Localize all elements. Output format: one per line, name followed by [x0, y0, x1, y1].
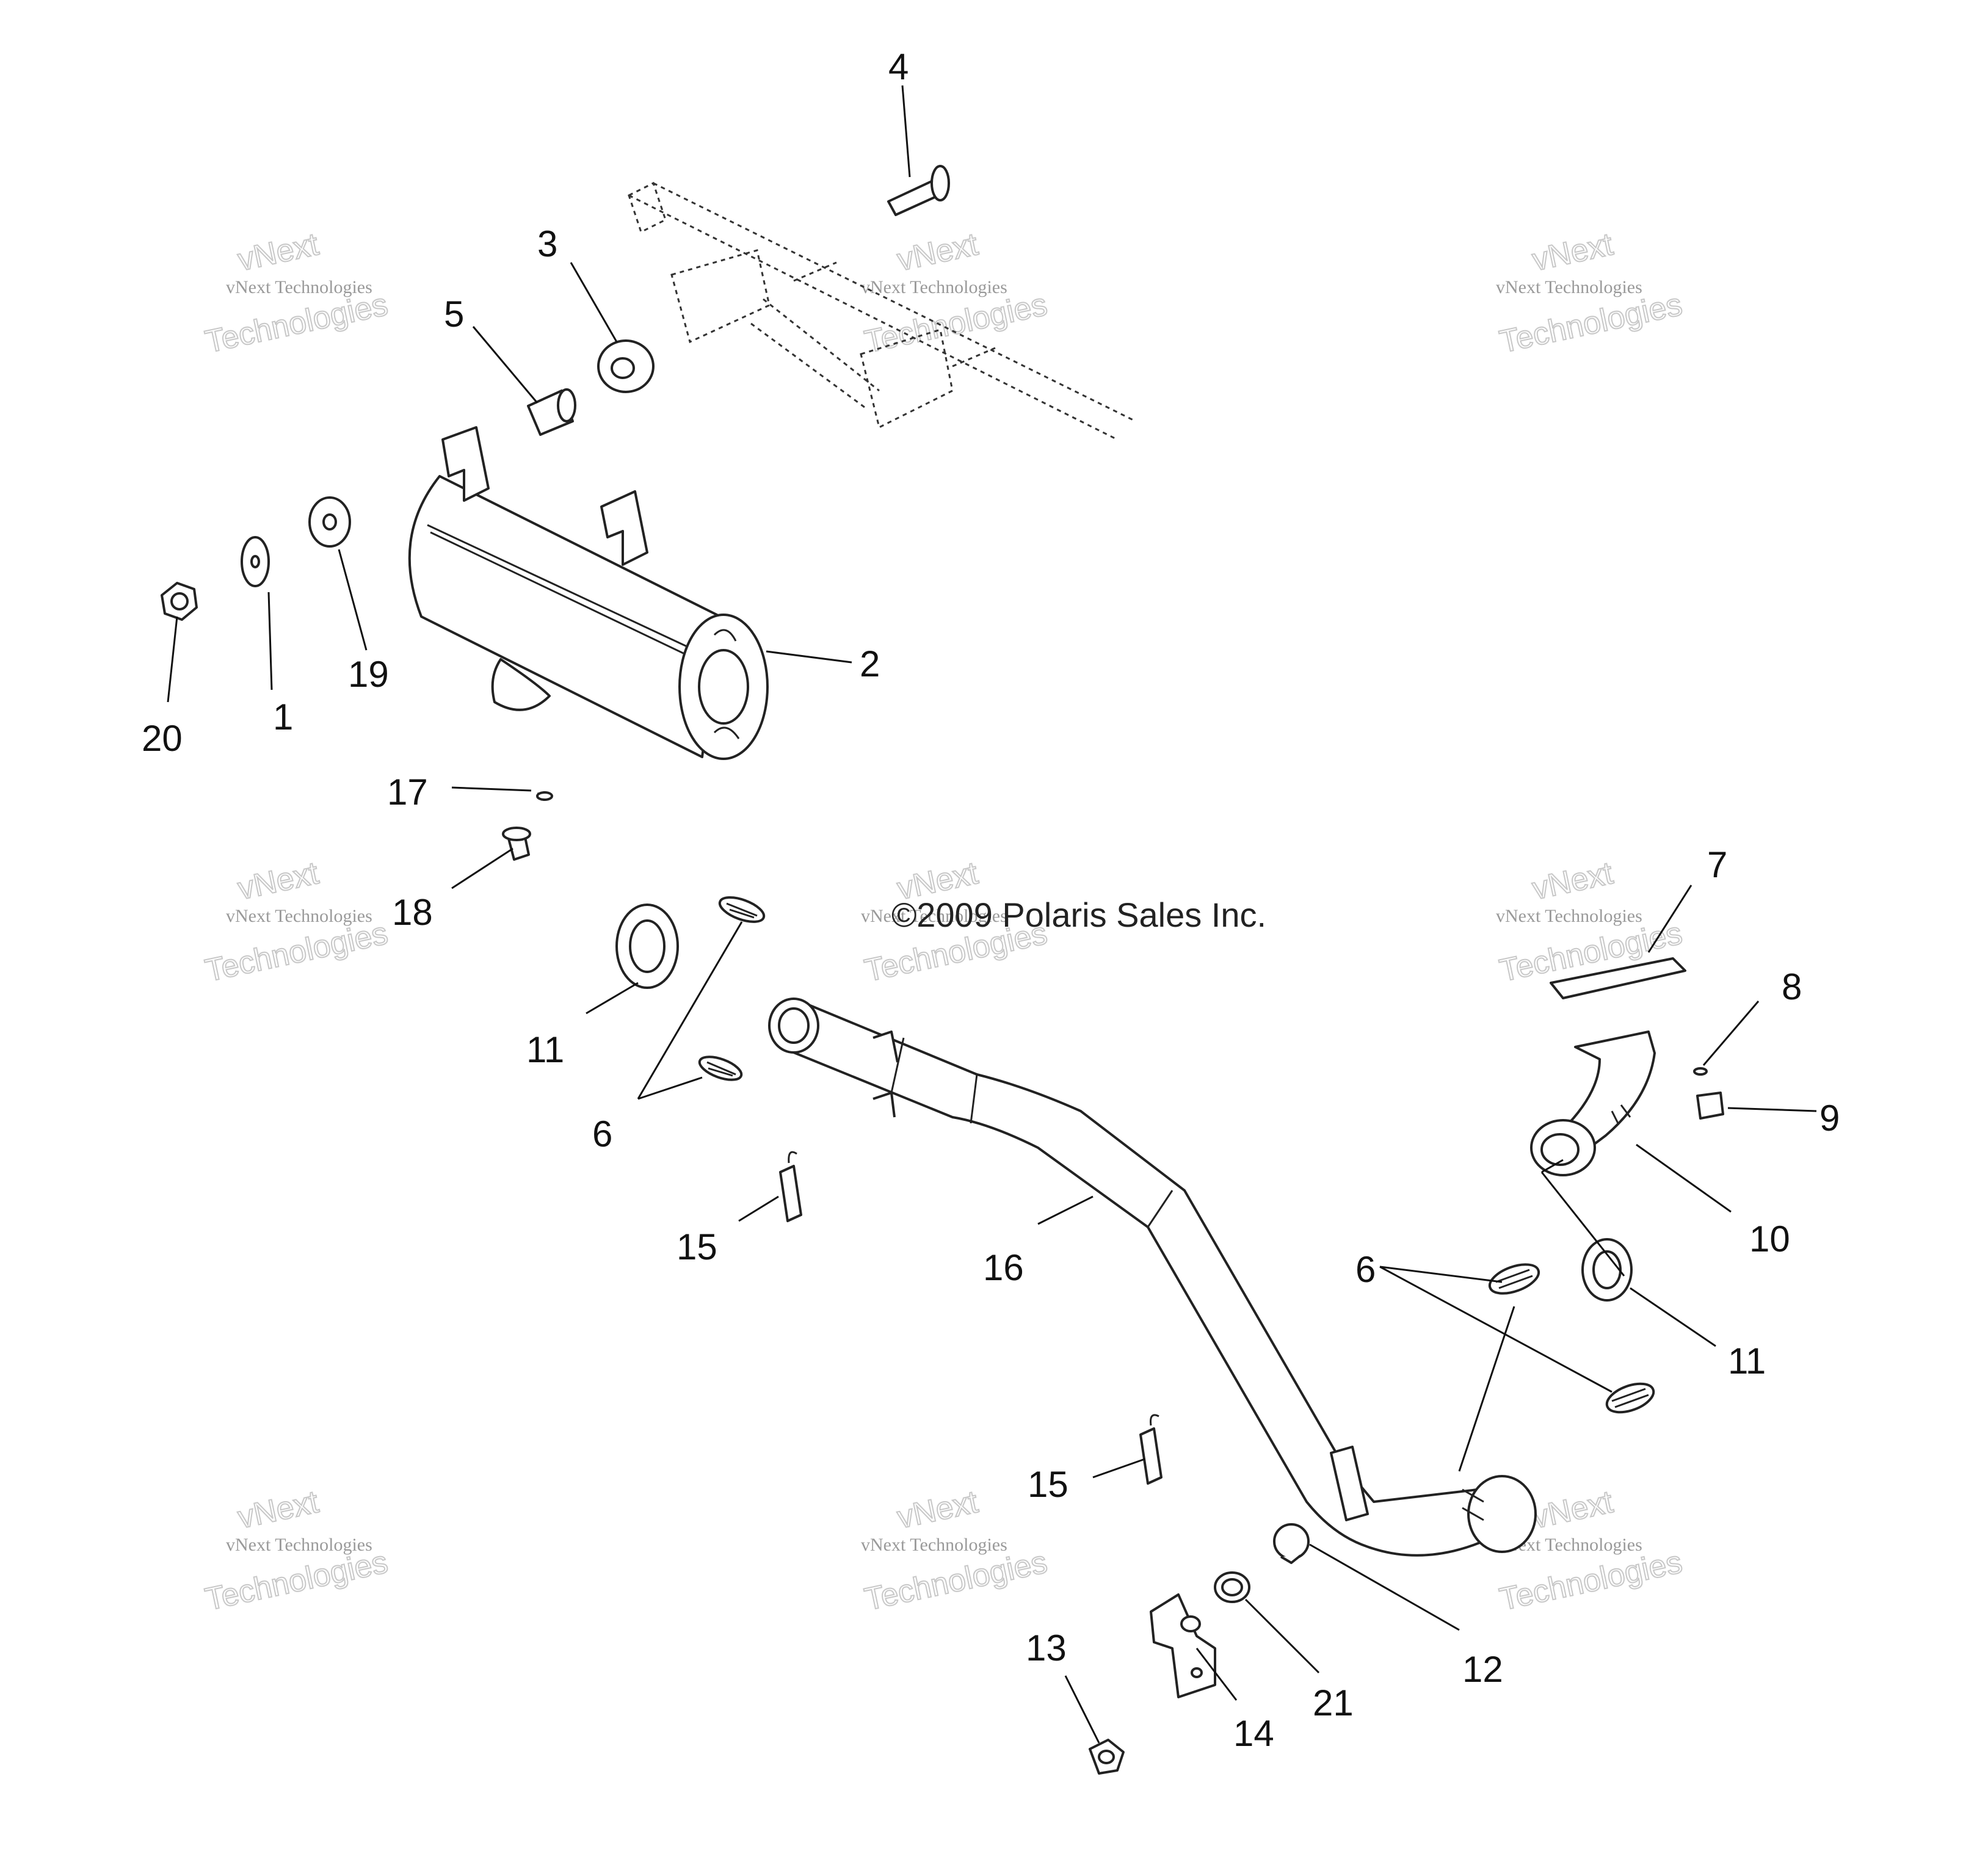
callout-4: 4: [888, 46, 909, 87]
gasket-11-upper: [615, 904, 679, 989]
bracket-14: [1150, 1593, 1216, 1698]
svg-text:Technologies: Technologies: [202, 287, 391, 360]
watermark-middle-left: vNext Technologies vNext Technologies: [201, 855, 391, 989]
svg-text:vNext: vNext: [235, 1484, 322, 1535]
svg-text:Technologies: Technologies: [1496, 1545, 1685, 1618]
callout-16: 16: [983, 1247, 1024, 1288]
svg-text:vNext: vNext: [235, 226, 322, 278]
callout-21: 21: [1313, 1682, 1354, 1723]
callout-8: 8: [1782, 966, 1802, 1007]
callout-12: 12: [1462, 1649, 1503, 1690]
washer-1: [241, 536, 270, 587]
washer-21: [1214, 1571, 1250, 1603]
bolt-4: [887, 165, 950, 216]
callout-2: 2: [860, 643, 880, 684]
svg-text:vNext Technologies: vNext Technologies: [1496, 277, 1642, 297]
watermark-top-left: vNext Technologies vNext Technologies: [201, 226, 391, 360]
washer-19: [308, 496, 351, 548]
svg-text:vNext: vNext: [1529, 1484, 1617, 1535]
spring-15-lower: [1139, 1414, 1163, 1485]
callout-13: 13: [1026, 1628, 1067, 1668]
callout-18: 18: [392, 892, 433, 933]
svg-text:vNext Technologies: vNext Technologies: [861, 1535, 1007, 1555]
plug-12: [1273, 1523, 1310, 1564]
callout-11-upper: 11: [526, 1029, 564, 1070]
callout-labels: 4 3 5 2 19 1 20 17 18 11 6 15 16 7 8 9 1…: [142, 46, 1840, 1754]
svg-text:vNext Technologies: vNext Technologies: [861, 277, 1007, 297]
svg-text:Technologies: Technologies: [862, 287, 1050, 360]
callout-15-upper: 15: [677, 1226, 717, 1267]
spring-15-upper: [779, 1151, 802, 1222]
nut-9: [1696, 1092, 1724, 1120]
spring-6-lower-a: [1488, 1263, 1540, 1295]
spring-6-upper-b: [698, 1056, 743, 1081]
callout-19: 19: [348, 654, 389, 695]
svg-text:vNext: vNext: [235, 855, 322, 907]
callout-20: 20: [142, 718, 183, 759]
callout-6-upper: 6: [592, 1114, 612, 1154]
callout-14: 14: [1233, 1713, 1274, 1754]
callout-10: 10: [1749, 1219, 1790, 1259]
nut-20: [161, 582, 198, 621]
watermark-bottom-center: vNext Technologies vNext Technologies: [861, 1483, 1051, 1618]
callout-11-lower: 11: [1728, 1341, 1766, 1382]
bushing-18: [502, 827, 531, 861]
svg-text:vNext Technologies: vNext Technologies: [1496, 906, 1642, 926]
head-pipe-16: [768, 998, 1537, 1557]
svg-text:Technologies: Technologies: [202, 916, 391, 989]
svg-text:Technologies: Technologies: [202, 1545, 391, 1618]
svg-text:vNext Technologies: vNext Technologies: [226, 1535, 372, 1555]
svg-text:Technologies: Technologies: [862, 1545, 1050, 1618]
callout-15-lower: 15: [1028, 1464, 1068, 1505]
copyright-notice: ©2009 Polaris Sales Inc.: [891, 896, 1266, 934]
pin-8: [1693, 1067, 1708, 1076]
pin-17: [536, 791, 553, 801]
svg-text:vNext: vNext: [894, 1484, 982, 1535]
svg-text:vNext: vNext: [894, 226, 982, 278]
svg-text:vNext Technologies: vNext Technologies: [861, 906, 1007, 926]
svg-text:vNext Technologies: vNext Technologies: [226, 906, 372, 926]
callout-17: 17: [387, 772, 428, 813]
callout-3: 3: [537, 223, 557, 264]
muffler-2: [408, 426, 769, 760]
spring-6-lower-b: [1605, 1382, 1655, 1414]
elbow-10: [1530, 1030, 1656, 1176]
callout-9: 9: [1819, 1098, 1840, 1139]
callout-6-lower: 6: [1355, 1249, 1376, 1290]
svg-text:vNext Technologies: vNext Technologies: [226, 277, 372, 297]
bolt-13: [1089, 1739, 1125, 1775]
svg-text:Technologies: Technologies: [1496, 287, 1685, 360]
watermark-bottom-left: vNext Technologies vNext Technologies: [201, 1483, 391, 1618]
leader-lines: [167, 85, 1817, 1744]
watermark-top-right: vNext Technologies vNext Technologies: [1496, 226, 1686, 360]
spring-6-upper-a: [718, 896, 766, 923]
grommet-3: [597, 339, 655, 393]
svg-text:vNext: vNext: [1529, 855, 1617, 907]
callout-7: 7: [1707, 844, 1727, 885]
svg-text:vNext: vNext: [1529, 226, 1617, 278]
gasket-11-lower: [1581, 1238, 1633, 1302]
watermark-top-center: vNext Technologies vNext Technologies: [861, 226, 1051, 360]
callout-5: 5: [444, 294, 464, 335]
callout-1: 1: [273, 697, 293, 737]
frame-reference: [628, 181, 1136, 441]
sleeve-5: [527, 388, 576, 436]
gasket-7: [1550, 957, 1686, 999]
